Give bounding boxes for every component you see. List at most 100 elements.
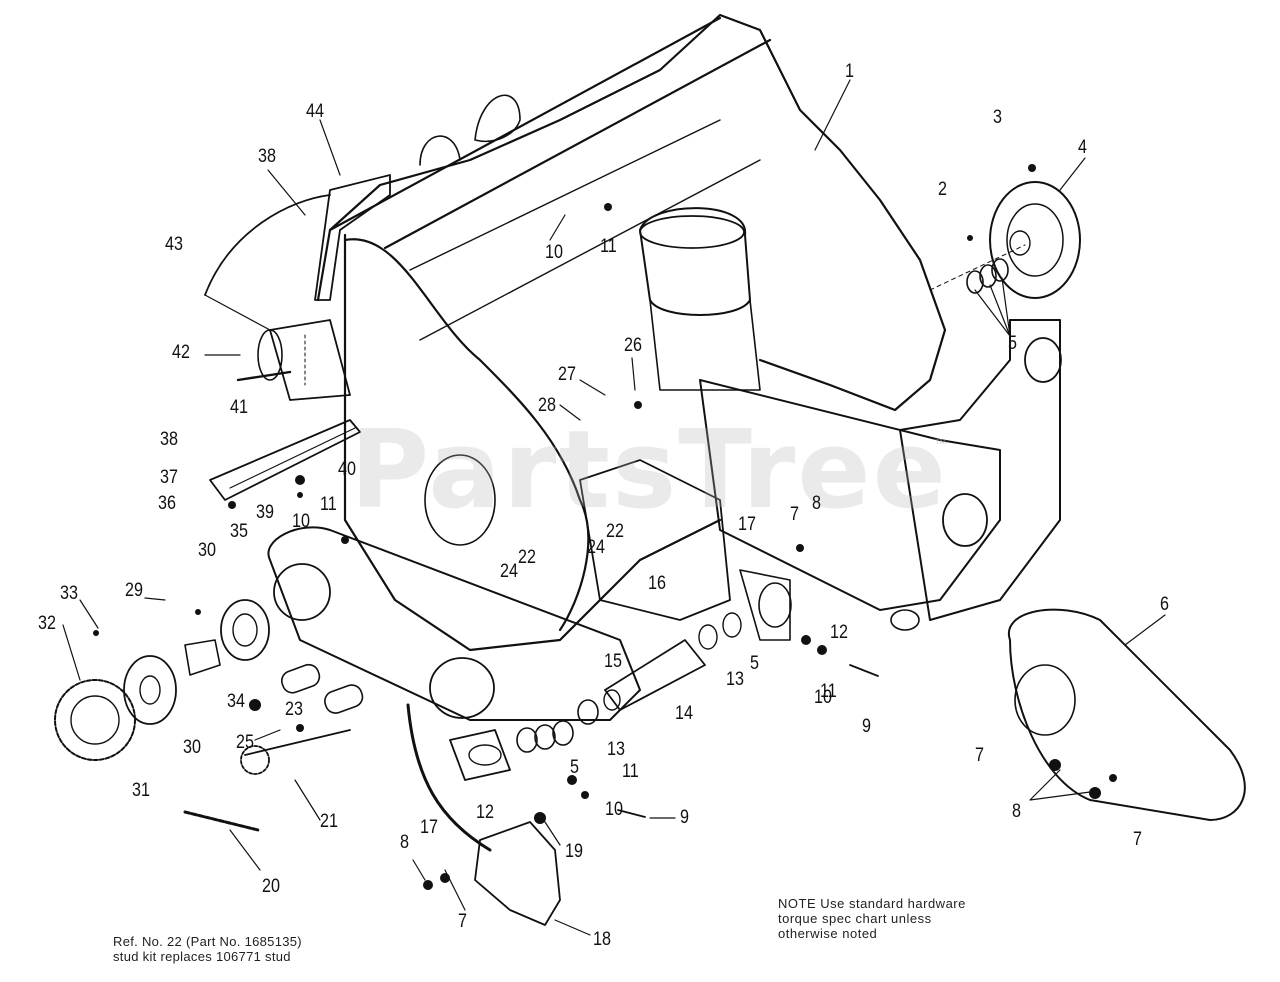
reference-line: stud kit replaces 106771 stud (113, 949, 291, 964)
callout-number: 7 (458, 911, 467, 932)
callout-number: 8 (400, 832, 409, 853)
callout-number: 10 (605, 799, 623, 820)
pulley (989, 181, 1081, 299)
callout-number: 24 (587, 537, 605, 558)
callout-number: 22 (606, 521, 624, 542)
leader-19 (544, 821, 561, 846)
callout-number: 28 (538, 395, 556, 416)
callout-number: 12 (476, 802, 494, 823)
callout-number: 42 (172, 342, 190, 363)
callout-number: 25 (236, 732, 254, 753)
leader-6 (1124, 614, 1166, 646)
callout-number: 10 (292, 511, 310, 532)
callout-number: 10 (545, 242, 563, 263)
callout-number: 23 (285, 699, 303, 720)
callout-number: 5 (750, 653, 759, 674)
lower-bracket (449, 729, 511, 781)
belt-cover (1007, 608, 1246, 821)
callout-number: 10 (814, 687, 832, 708)
leader-5 (974, 277, 1011, 337)
reference-line: Ref. No. 22 (Part No. 1685135) (113, 934, 302, 949)
leader-32 (62, 624, 81, 681)
callout-number: 34 (227, 691, 245, 712)
bracket-44 (314, 174, 391, 301)
cable (406, 703, 492, 852)
torque-note: NOTE Use standard hardware torque spec c… (778, 896, 966, 941)
callout-number: 7 (975, 745, 984, 766)
callout-number: 19 (565, 841, 583, 862)
callout-number: 38 (160, 429, 178, 450)
leader-1 (814, 79, 851, 151)
leader-33 (79, 599, 99, 629)
callout-number: 33 (60, 583, 78, 604)
note-line: otherwise noted (778, 926, 878, 941)
leader-27 (579, 379, 606, 396)
callout-number: 11 (820, 681, 837, 702)
frame-rail (699, 379, 1001, 611)
axle-tube (604, 639, 706, 711)
callout-number: 29 (125, 580, 143, 601)
callout-number: 13 (607, 739, 625, 760)
callout-number: 9 (862, 716, 871, 737)
callout-number: 6 (1160, 594, 1169, 615)
right-plate (899, 319, 1061, 621)
callout-number: 30 (198, 540, 216, 561)
callout-number: 24 (500, 561, 518, 582)
callout-number: 22 (518, 547, 536, 568)
callout-number: 21 (320, 811, 338, 832)
callout-number: 30 (183, 737, 201, 758)
callout-number: 36 (158, 493, 176, 514)
watermark: PartsTree (350, 408, 948, 533)
callout-number: 31 (132, 780, 150, 801)
leader-25 (254, 729, 281, 741)
auger-blade-2 (419, 135, 461, 166)
callout-number: 12 (830, 622, 848, 643)
housing-top-edge (328, 16, 772, 250)
callout-number: 41 (230, 397, 248, 418)
side-plate (267, 526, 641, 721)
auger-blade-top (474, 94, 521, 142)
shaft (244, 729, 351, 756)
callout-number: 9 (680, 807, 689, 828)
leader-28 (559, 404, 581, 421)
note-line: NOTE Use standard hardware (778, 896, 966, 911)
callout-number: 11 (600, 236, 617, 257)
sprocket (54, 679, 136, 761)
callout-number: 2 (938, 179, 947, 200)
leader-21 (294, 779, 321, 821)
leader-18 (554, 919, 591, 936)
auger-tube (409, 119, 761, 341)
leader-38 (267, 169, 306, 216)
impeller-shield (204, 194, 331, 296)
callout-number: 1 (845, 61, 854, 82)
callout-number: 39 (256, 502, 274, 523)
chain (183, 810, 260, 832)
leader-26 (631, 357, 636, 391)
callout-number: 8 (1012, 801, 1021, 822)
callout-number: 37 (160, 467, 178, 488)
callout-number: 3 (993, 107, 1002, 128)
callout-number: 43 (165, 234, 183, 255)
leader-8b (412, 859, 426, 881)
leader-20 (229, 829, 261, 871)
callout-number: 38 (258, 146, 276, 167)
leader-43 (204, 294, 271, 331)
housing-left-curve (343, 238, 590, 632)
note-line: torque spec chart unless (778, 911, 932, 926)
callout-number: 20 (262, 876, 280, 897)
callout-number: 7 (1133, 829, 1142, 850)
leader-29 (144, 597, 166, 601)
leader-10 (549, 214, 566, 241)
cover (474, 821, 561, 926)
hub (123, 655, 177, 725)
callout-number: 4 (1078, 137, 1087, 158)
callout-number: 17 (738, 514, 756, 535)
callout-number: 27 (558, 364, 576, 385)
callout-number: 13 (726, 669, 744, 690)
callout-number: 5 (1008, 333, 1017, 354)
chute (639, 207, 751, 316)
reference-note: Ref. No. 22 (Part No. 1685135) stud kit … (113, 934, 302, 964)
callout-number: 44 (306, 101, 324, 122)
callout-number: 35 (230, 521, 248, 542)
